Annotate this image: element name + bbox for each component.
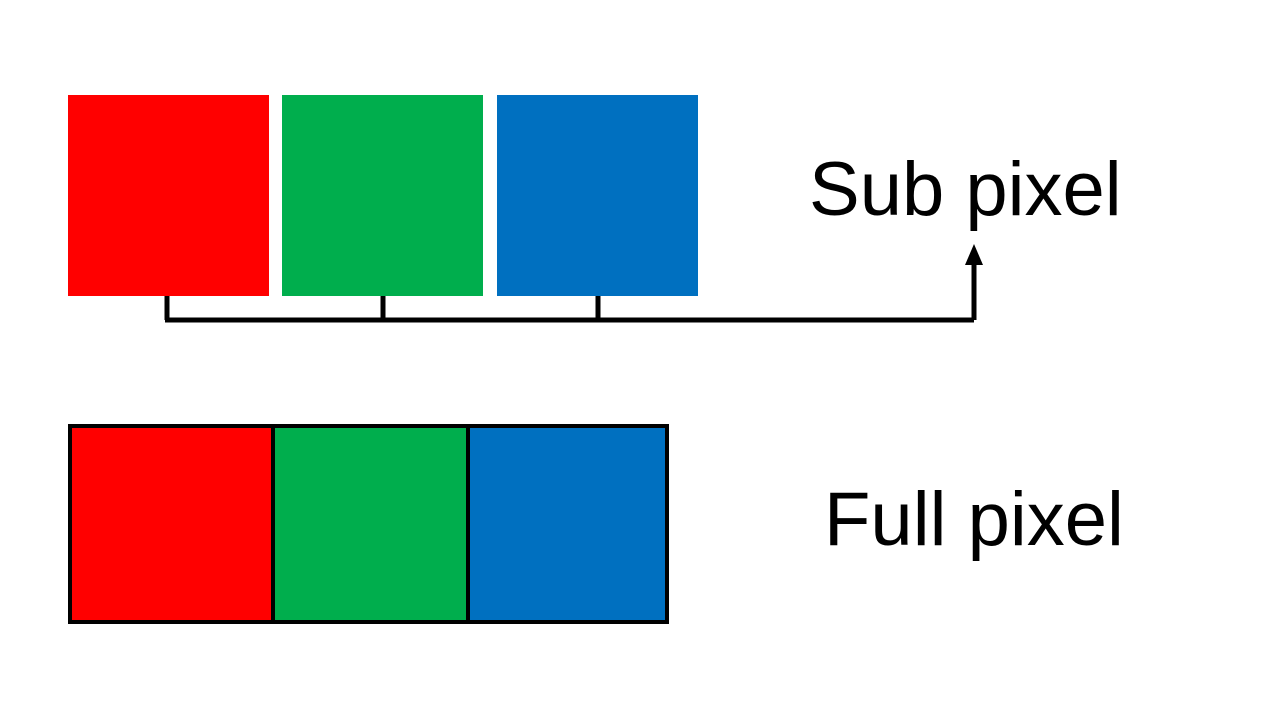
full-pixel-swatch-green bbox=[271, 428, 470, 620]
full-pixel-swatch-red bbox=[72, 428, 271, 620]
sub-pixel-swatch-blue bbox=[497, 95, 698, 296]
arrowhead-icon bbox=[965, 244, 983, 265]
full-pixel-swatch-blue bbox=[470, 428, 665, 620]
sub-pixel-swatch-red bbox=[68, 95, 269, 296]
full-pixel-group bbox=[68, 424, 669, 624]
sub-pixel-label: Sub pixel bbox=[809, 147, 1122, 232]
sub-pixel-swatch-green bbox=[282, 95, 483, 296]
full-pixel-label: Full pixel bbox=[824, 477, 1124, 562]
